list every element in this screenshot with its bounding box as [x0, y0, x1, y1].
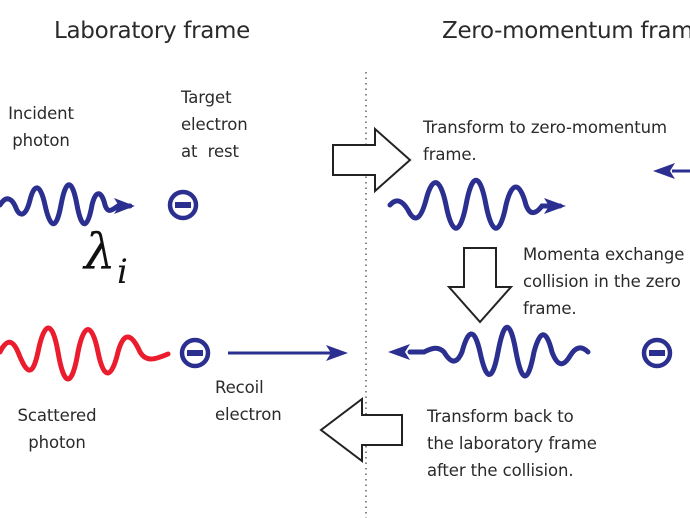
zm-electron-icon-bottom [641, 337, 673, 369]
wavelength-subscript: i [117, 252, 128, 292]
zm-photon-wave-bottom [388, 324, 591, 379]
transform-to-label: Transform to zero-momentum frame. [423, 118, 667, 164]
momenta-exchange-arrow-icon [446, 247, 514, 324]
incident-photon-wave [0, 182, 135, 227]
recoil-electron-icon [179, 337, 211, 369]
laboratory-frame-header: Laboratory frame [54, 18, 251, 44]
transform-back-arrow-icon [319, 396, 403, 464]
wavelength-symbol: λ [84, 223, 116, 281]
transform-back-label: Transform back to the laboratory frame a… [427, 407, 597, 480]
target-electron-icon [167, 189, 199, 221]
scattered-photon-label: Scattered photon [17, 406, 97, 452]
zm-electron-arrow-top [653, 163, 690, 179]
incident-photon-label: Incident photon [8, 104, 74, 150]
momenta-exchange-label: Momenta exchange in collision in the zer… [523, 245, 690, 318]
recoil-electron-label: Recoil electron [215, 378, 282, 424]
zero-momentum-frame-header: Zero-momentum frame [442, 18, 690, 44]
transform-to-arrow-icon [332, 126, 412, 194]
recoil-electron-arrow [228, 345, 348, 361]
zm-photon-wave-top [387, 178, 566, 231]
scattered-photon-wave [0, 325, 171, 382]
target-electron-label: Target electron at rest [181, 88, 248, 161]
